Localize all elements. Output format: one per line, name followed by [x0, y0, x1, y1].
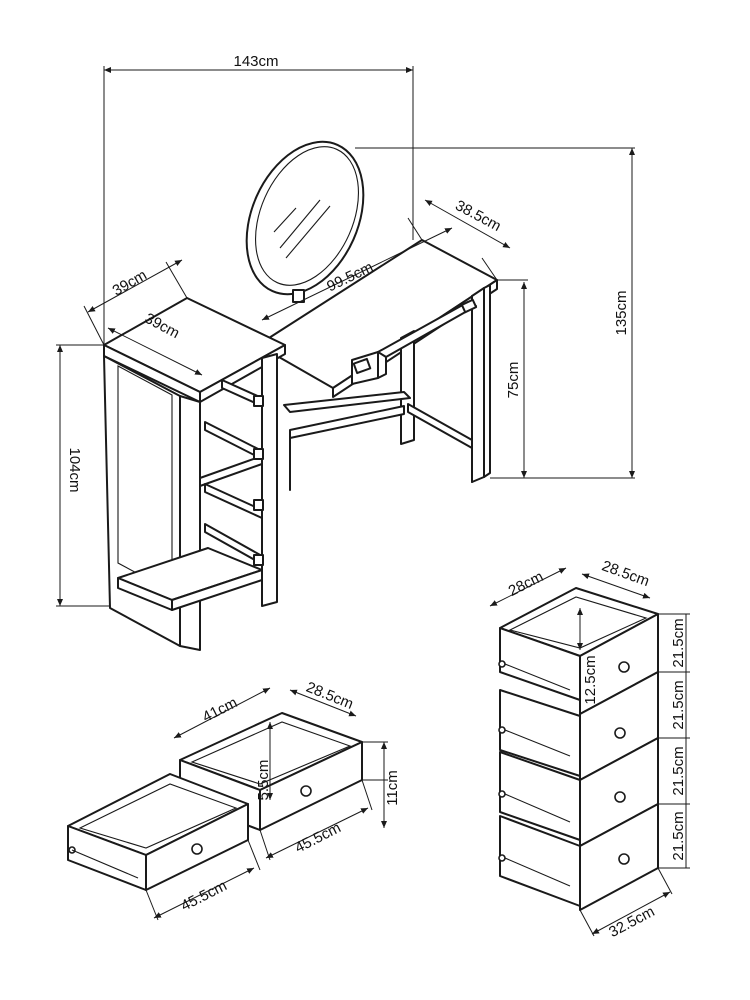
stack-drawer-height-1-label: 21.5cm — [670, 618, 687, 667]
table-depth-right-label: 38.5cm — [452, 197, 503, 235]
stack-drawer-height-2-label: 21.5cm — [670, 680, 687, 729]
stack-drawer-inner-height-label: 12.5cm — [582, 655, 599, 704]
cabinet-drawer-dimension-lines — [489, 567, 690, 937]
table-drawers-illustration — [67, 712, 363, 891]
dressing-table-illustration — [103, 140, 498, 651]
stack-drawer-height-4-label: 21.5cm — [670, 811, 687, 860]
drawer-inner-height-label: 5.5cm — [255, 760, 272, 801]
table-drawer-dimension-lines — [145, 687, 388, 921]
drawer-inner-width-label: 41cm — [200, 694, 240, 726]
stack-drawer-width-label: 28cm — [506, 568, 546, 600]
cabinet-height-label: 104cm — [66, 447, 83, 492]
total-height-label: 135cm — [613, 290, 630, 335]
table-height-label: 75cm — [505, 362, 522, 399]
stack-drawer-depth-label: 28.5cm — [600, 557, 652, 590]
table-depth-left-label: 39cm — [110, 267, 150, 300]
main-dimension-lines — [56, 66, 635, 607]
cabinet — [103, 297, 286, 651]
drawer-height-label: 11cm — [384, 770, 401, 806]
stack-front-width-label: 32.5cm — [606, 903, 657, 941]
drawer-inner-depth-label: 28.5cm — [304, 679, 356, 713]
drawer-length-b-label: 45.5cm — [292, 819, 344, 856]
stack-drawer-height-3-label: 21.5cm — [670, 746, 687, 795]
table-legs — [283, 284, 491, 491]
total-width-label: 143cm — [233, 53, 278, 70]
cabinet-drawers-illustration — [498, 587, 659, 911]
drawer-length-a-label: 45.5cm — [178, 877, 230, 914]
